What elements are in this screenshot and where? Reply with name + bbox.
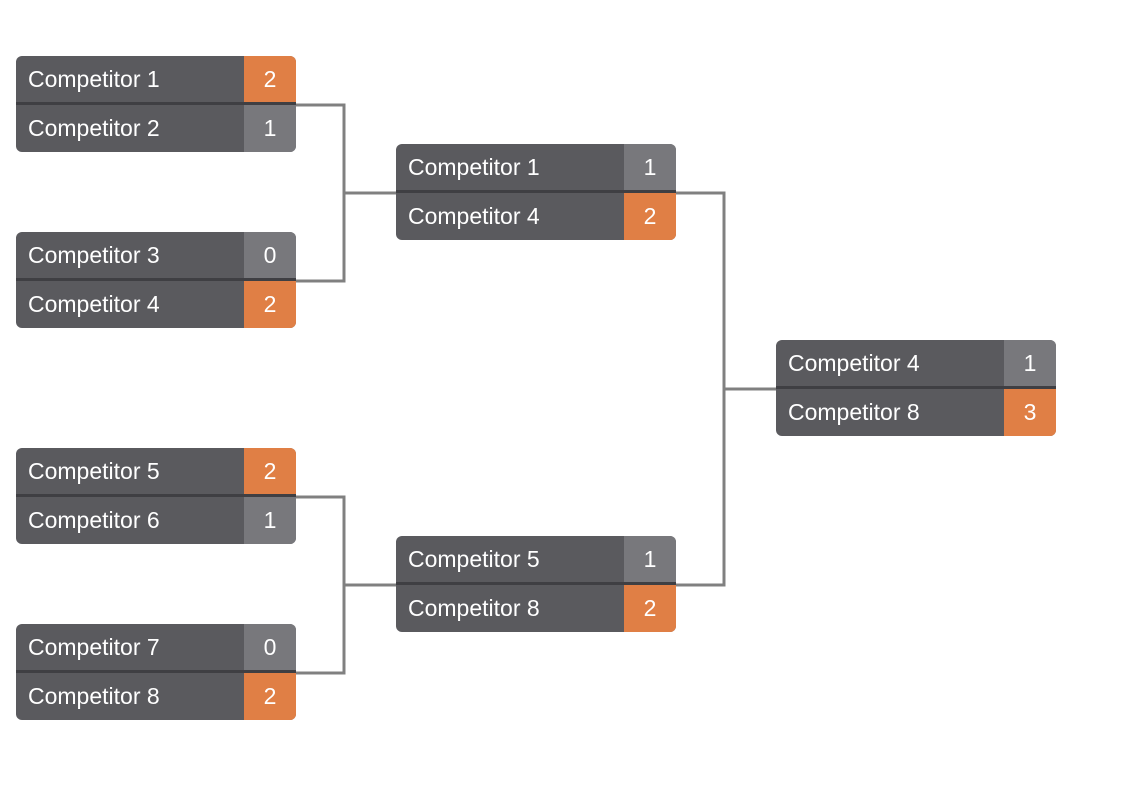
competitor-name: Competitor 2 [28,115,160,141]
competitor-score: 1 [244,497,296,544]
competitor-name: Competitor 4 [28,291,160,317]
competitor-row[interactable]: Competitor 4 2 [396,193,676,240]
connector-r1m3-r1m4 [296,495,396,675]
competitor-score: 1 [624,536,676,582]
competitor-name: Competitor 6 [28,507,160,533]
match-r1-m1: Competitor 1 2 Competitor 2 1 [16,56,296,152]
competitor-score: 1 [1004,340,1056,386]
competitor-name: Competitor 1 [408,153,540,180]
connector-r1m1-r1m2 [296,103,396,283]
competitor-name: Competitor 8 [28,683,160,709]
match-final: Competitor 4 1 Competitor 8 3 [776,340,1056,436]
match-r1-m3: Competitor 5 2 Competitor 6 1 [16,448,296,544]
competitor-score: 2 [624,585,676,632]
competitor-row[interactable]: Competitor 8 2 [16,673,296,720]
competitor-row[interactable]: Competitor 2 1 [16,105,296,152]
competitor-score: 1 [244,105,296,152]
match-r2-m2: Competitor 5 1 Competitor 8 2 [396,536,676,632]
competitor-score: 2 [244,56,296,102]
competitor-name: Competitor 4 [788,349,920,376]
competitor-row[interactable]: Competitor 1 2 [16,56,296,105]
competitor-row[interactable]: Competitor 8 3 [776,389,1056,436]
competitor-row[interactable]: Competitor 7 0 [16,624,296,673]
match-r2-m1: Competitor 1 1 Competitor 4 2 [396,144,676,240]
competitor-name: Competitor 8 [788,399,920,425]
competitor-name: Competitor 8 [408,595,540,621]
competitor-name: Competitor 4 [408,203,540,229]
competitor-row[interactable]: Competitor 3 0 [16,232,296,281]
competitor-name: Competitor 5 [408,545,540,572]
competitor-score: 2 [244,281,296,328]
competitor-score: 3 [1004,389,1056,436]
competitor-score: 0 [244,232,296,278]
competitor-name: Competitor 5 [28,457,160,484]
competitor-score: 2 [244,448,296,494]
competitor-row[interactable]: Competitor 4 2 [16,281,296,328]
competitor-score: 2 [624,193,676,240]
competitor-row[interactable]: Competitor 1 1 [396,144,676,193]
competitor-name: Competitor 7 [28,633,160,660]
competitor-row[interactable]: Competitor 5 1 [396,536,676,585]
competitor-score: 2 [244,673,296,720]
competitor-row[interactable]: Competitor 5 2 [16,448,296,497]
competitor-score: 1 [624,144,676,190]
competitor-row[interactable]: Competitor 4 1 [776,340,1056,389]
competitor-row[interactable]: Competitor 6 1 [16,497,296,544]
competitor-name: Competitor 1 [28,65,160,92]
match-r1-m4: Competitor 7 0 Competitor 8 2 [16,624,296,720]
connector-r2m1-r2m2 [676,191,776,587]
match-r1-m2: Competitor 3 0 Competitor 4 2 [16,232,296,328]
competitor-score: 0 [244,624,296,670]
competitor-name: Competitor 3 [28,241,160,268]
competitor-row[interactable]: Competitor 8 2 [396,585,676,632]
